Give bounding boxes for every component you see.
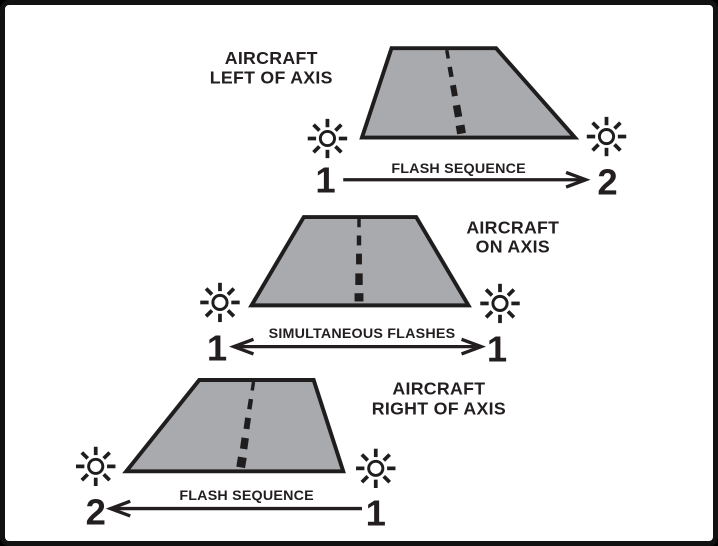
simultaneous-flashes-arrow (228, 337, 487, 356)
runway-left-of-axis (359, 46, 580, 140)
section-aircraft-left-of-axis: AIRCRAFT LEFT OF AXIS 1 2 FLASH SEQUENCE (210, 46, 629, 203)
section-caption-line1: AIRCRAFT (392, 379, 485, 399)
flash-order-right: 1 (366, 492, 386, 533)
flash-light-icon (584, 115, 629, 159)
runway-right-of-axis (122, 378, 346, 474)
flash-sequence-label: FLASH SEQUENCE (179, 488, 313, 504)
flash-light-icon (198, 280, 242, 324)
flash-light-icon (74, 444, 118, 488)
flash-order-left: 1 (315, 160, 335, 201)
flash-sequence-diagram: AIRCRAFT LEFT OF AXIS 1 2 FLASH SEQUENCE (74, 46, 629, 533)
section-caption-line1: AIRCRAFT (466, 218, 559, 238)
section-caption-line2: LEFT OF AXIS (210, 68, 333, 88)
flash-order-right: 2 (597, 162, 617, 203)
flash-sequence-arrow-right (343, 170, 591, 189)
flash-sequence-arrow-left (105, 499, 362, 518)
flash-sequence-label: FLASH SEQUENCE (391, 161, 525, 177)
flash-light-icon (478, 281, 522, 325)
section-caption-line1: AIRCRAFT (225, 48, 318, 68)
section-caption-line2: RIGHT OF AXIS (372, 398, 506, 418)
flash-light-icon (305, 117, 350, 161)
flash-light-icon (354, 446, 398, 490)
arrowhead-right-icon (460, 337, 487, 356)
arrowhead-right-icon (565, 170, 591, 189)
flash-order-right: 1 (487, 328, 507, 369)
flash-order-left: 1 (207, 327, 227, 368)
section-aircraft-right-of-axis: AIRCRAFT RIGHT OF AXIS 2 1 FLASH SEQUENC… (74, 378, 506, 533)
runway-centerline (236, 381, 256, 469)
simultaneous-flashes-label: SIMULTANEOUS FLASHES (269, 326, 456, 342)
flash-order-left: 2 (86, 491, 106, 532)
section-aircraft-on-axis: AIRCRAFT ON AXIS 1 1 SIMULTANEOUS FLASHE… (198, 215, 559, 369)
arrowhead-left-icon (105, 499, 131, 518)
section-caption-line2: ON AXIS (476, 236, 550, 256)
runway-centerline (445, 49, 466, 135)
arrowhead-left-icon (228, 337, 255, 356)
